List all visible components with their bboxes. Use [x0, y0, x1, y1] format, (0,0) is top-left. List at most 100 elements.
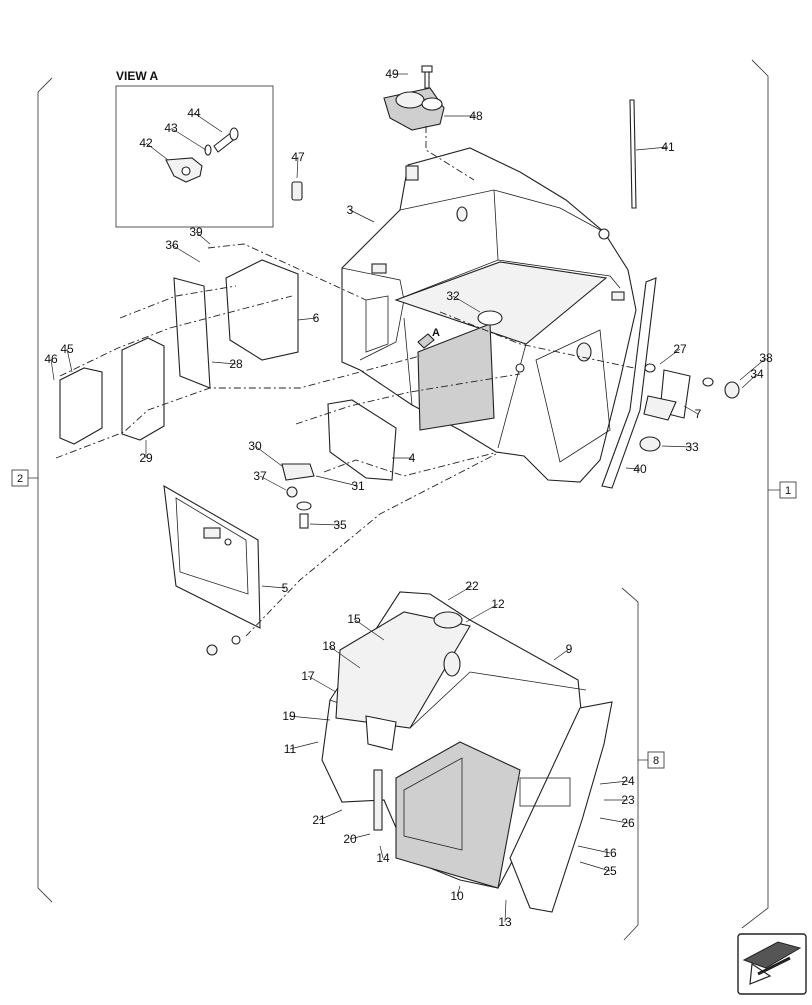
callout-4: 4	[409, 451, 416, 465]
callout-34: 34	[750, 367, 764, 381]
callout-33: 33	[685, 440, 699, 454]
callout-46: 46	[44, 352, 58, 366]
group-ref-8: 8	[653, 755, 659, 767]
leader-42	[145, 142, 169, 161]
leader-30	[254, 445, 283, 467]
view-a-box	[115, 85, 274, 228]
callout-39: 39	[189, 225, 203, 239]
callout-48: 48	[469, 109, 483, 123]
side-panels	[59, 259, 299, 445]
leader-44	[193, 112, 223, 133]
callout-29: 29	[139, 451, 153, 465]
callout-6: 6	[313, 311, 320, 325]
callout-44: 44	[187, 106, 201, 120]
leader-41	[635, 146, 669, 151]
view-a-marker: A	[417, 327, 440, 349]
leader-10	[456, 885, 461, 897]
part-9-floor-assembly	[321, 591, 613, 913]
callout-17: 17	[301, 669, 315, 683]
view-a-detail	[165, 127, 239, 183]
leader-26	[599, 817, 629, 824]
part-30-hinge	[281, 463, 315, 529]
callout-35: 35	[333, 518, 347, 532]
leader-3	[349, 209, 375, 223]
leader-14	[379, 845, 384, 859]
part-7-bracket	[639, 363, 740, 452]
callout-19: 19	[282, 709, 296, 723]
fastener-34-38-lower	[206, 635, 241, 656]
leader-13	[504, 899, 507, 923]
leader-5	[261, 585, 286, 589]
leader-18	[328, 645, 361, 669]
leader-47	[296, 156, 299, 179]
group-ref-1: 1	[785, 485, 791, 497]
leader-46	[50, 358, 55, 381]
part-4-plate	[327, 399, 397, 481]
part-3-main-housing	[341, 147, 637, 483]
leader-6	[297, 317, 317, 321]
part-40-gasket	[601, 277, 657, 489]
view-a-title: VIEW A	[116, 69, 159, 83]
callout-31: 31	[351, 479, 365, 493]
leader-15	[353, 618, 385, 641]
callout-26: 26	[621, 816, 635, 830]
callout-36: 36	[165, 238, 179, 252]
callout-labels: 4948414744434233936632273834733282946454…	[44, 67, 773, 929]
lower-bracket	[621, 587, 639, 941]
leader-16	[577, 845, 611, 854]
callout-42: 42	[139, 136, 153, 150]
callout-40: 40	[633, 462, 647, 476]
group-ref-boxes: 2 1 8	[11, 469, 797, 769]
leader-31	[315, 475, 359, 487]
leader-32	[452, 295, 481, 313]
leader-12	[465, 603, 499, 623]
exit-arrow-icon[interactable]	[737, 933, 807, 995]
right-bracket	[741, 59, 769, 929]
leader-lines	[50, 73, 767, 923]
callout-27: 27	[673, 342, 687, 356]
group-ref-2: 2	[17, 473, 23, 485]
callout-24: 24	[621, 774, 635, 788]
callout-30: 30	[248, 439, 262, 453]
callout-15: 15	[347, 612, 361, 626]
callout-47: 47	[291, 150, 305, 164]
callout-43: 43	[164, 121, 178, 135]
part-47-block	[291, 181, 303, 201]
callout-49: 49	[385, 67, 399, 81]
callout-16: 16	[603, 846, 617, 860]
leader-20	[349, 833, 371, 840]
view-a-marker-letter: A	[432, 327, 440, 339]
leader-28	[211, 361, 237, 365]
leader-24	[599, 780, 629, 785]
callout-23: 23	[621, 793, 635, 807]
callout-11: 11	[284, 742, 297, 756]
callout-38: 38	[759, 351, 773, 365]
leader-43	[170, 127, 207, 151]
callout-14: 14	[376, 851, 390, 865]
callout-28: 28	[229, 357, 243, 371]
callout-9: 9	[566, 642, 573, 656]
leader-35	[309, 523, 341, 526]
left-bracket	[37, 77, 53, 903]
callout-12: 12	[491, 597, 505, 611]
callout-22: 22	[465, 579, 479, 593]
leader-27	[659, 348, 681, 365]
leader-9	[553, 648, 570, 661]
leader-11	[289, 741, 319, 750]
callout-45: 45	[60, 342, 74, 356]
leader-22	[447, 585, 473, 601]
leader-17	[307, 675, 337, 693]
leader-38	[739, 357, 767, 381]
leader-33	[661, 445, 693, 448]
callout-41: 41	[661, 140, 675, 154]
callout-13: 13	[498, 915, 512, 929]
callout-32: 32	[446, 289, 460, 303]
callout-20: 20	[343, 832, 357, 846]
callout-5: 5	[282, 581, 289, 595]
leader-34	[741, 373, 758, 389]
part-5-cover	[163, 484, 261, 629]
callout-21: 21	[312, 813, 326, 827]
leader-7	[683, 405, 699, 415]
